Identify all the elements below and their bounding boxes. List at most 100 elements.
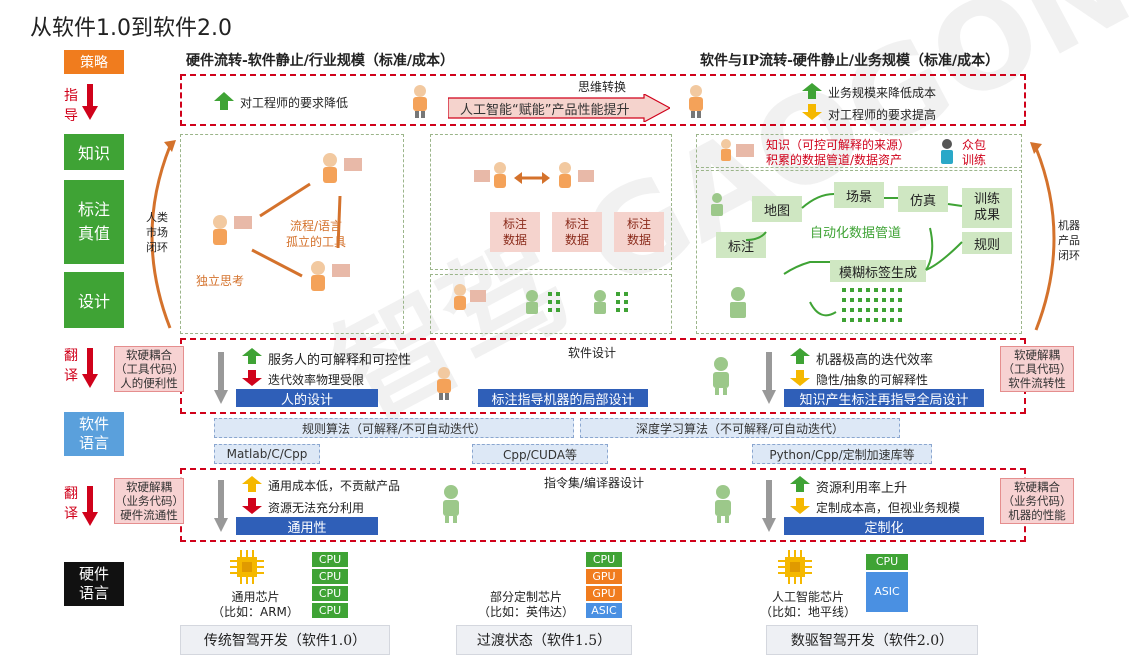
- translate-arrow-2-icon: [82, 486, 98, 526]
- robots-matrix-diagram: [454, 284, 628, 314]
- green-up-arrow-icon: [242, 348, 262, 364]
- grey-down-arrow-icon-3: [214, 480, 228, 532]
- design-up-text: 服务人的可解释和可控性: [268, 353, 412, 368]
- chip-gpu: GPU: [586, 569, 622, 584]
- robot-data-matrix: [730, 287, 902, 322]
- knowledge-global-design-bar: 知识产生标注再指导全局设计: [784, 389, 984, 408]
- software-design-title: 软件设计: [568, 346, 617, 360]
- hardware-left-note: 软硬解耦（业务代码）硬件流通性: [114, 478, 184, 524]
- label-data-box-2: 标注数据: [552, 212, 602, 252]
- mindset-shift-text: 思维转换: [578, 80, 627, 94]
- guide-label: 指导: [64, 88, 78, 124]
- chip-cpu: CPU: [866, 554, 908, 570]
- grey-down-arrow-icon-2: [762, 352, 776, 404]
- chip-cpu: CPU: [312, 586, 348, 601]
- process-language-text: 流程/语言孤立的工具: [286, 219, 347, 249]
- hardware-robot-icon-2: [715, 485, 731, 523]
- up-arrow-icon-2: [802, 83, 822, 99]
- center-panel-bottom-frame: [430, 274, 672, 334]
- hardware-language-label: 硬件语言: [64, 562, 124, 606]
- label-box: 标注: [716, 232, 766, 258]
- simulation-box: 仿真: [898, 186, 948, 212]
- red-down-arrow-icon: [242, 370, 262, 386]
- design-right-note: 软硬解耦（工具代码）软件流转性: [1000, 346, 1074, 392]
- generality-bar: 通用性: [236, 517, 378, 536]
- stage-software-2: 数驱智驾开发（软件2.0）: [766, 625, 978, 655]
- chip-asic: ASIC: [866, 572, 908, 612]
- software-language-label: 软件语言: [64, 412, 124, 456]
- general-chip-label: 通用芯片（比如：ARM）: [212, 590, 299, 619]
- design-down-text: 迭代效率物理受限: [268, 373, 365, 387]
- label-data-box-1: 标注数据: [490, 212, 540, 252]
- crowd-training-text: 众包训练: [962, 138, 987, 167]
- machine-loop-arrow-icon: [1030, 142, 1056, 331]
- two-people-exchange-diagram: [474, 162, 594, 188]
- yellow-down-arrow-icon-2: [790, 498, 810, 514]
- page-title: 从软件1.0到软件2.0: [30, 16, 232, 41]
- strategy-right-text-1: 业务规模来降低成本: [828, 86, 937, 100]
- green-up-arrow-icon-2: [790, 348, 810, 364]
- hardware-down-text: 资源无法充分利用: [268, 501, 365, 515]
- design-right-down-text: 隐性/抽象的可解释性: [816, 373, 929, 387]
- ai-chip-label: 人工智能芯片（比如：地平线）: [760, 590, 857, 619]
- yellow-up-arrow-icon: [242, 476, 262, 492]
- independent-thinking-text: 独立思考: [196, 274, 245, 288]
- empower-arrow-text: 人工智能“赋能”产品性能提升: [460, 103, 630, 118]
- hardware-right-up-text: 资源利用率上升: [816, 481, 908, 496]
- translate-arrow-1-icon: [82, 348, 98, 388]
- red-down-arrow-icon-2: [242, 498, 262, 514]
- strategy-right-text-2: 对工程师的要求提高: [828, 108, 937, 122]
- annotation-label: 标注真值: [64, 180, 124, 264]
- guide-down-arrow-icon: [82, 84, 98, 120]
- custom-chip-stack: CPU GPU GPU ASIC: [586, 552, 622, 620]
- language-cuda-box: Cpp/CUDA等: [472, 444, 608, 464]
- human-design-bar: 人的设计: [236, 389, 378, 408]
- chip-cpu: CPU: [312, 603, 348, 618]
- ai-chip-stack: CPU ASIC: [866, 554, 908, 614]
- machine-loop-label: 机器产品闭环: [1058, 219, 1080, 262]
- strategy-label: 策略: [64, 50, 124, 74]
- pipeline-robot-icon: [711, 193, 723, 216]
- strategy-row-frame: [180, 74, 1026, 126]
- strategy-left-text: 对工程师的要求降低: [240, 96, 349, 110]
- grey-down-arrow-icon-4: [762, 480, 776, 532]
- chip-cpu: CPU: [586, 552, 622, 567]
- auto-pipeline-text: 自动化数据管道: [810, 226, 902, 241]
- language-python-box: Python/Cpp/定制加速库等: [752, 444, 932, 464]
- train-result-box: 训练成果: [962, 188, 1012, 228]
- isa-compiler-title: 指令集/编译器设计: [544, 476, 645, 490]
- ai-chip-icon: [778, 550, 812, 584]
- hardware-up-text: 通用成本低，不贡献产品: [268, 479, 401, 493]
- designer-person-icon: [437, 367, 451, 400]
- general-chip-stack: CPU CPU CPU CPU: [312, 552, 348, 620]
- hardware-robot-icon: [443, 485, 459, 523]
- rule-box: 规则: [962, 232, 1012, 254]
- right-panel-top-frame: [696, 134, 1022, 168]
- engineer-person-icon-2: [689, 85, 703, 118]
- chip-asic: ASIC: [586, 603, 622, 618]
- label-guided-design-bar: 标注指导机器的局部设计: [478, 389, 648, 408]
- rule-algorithm-box: 规则算法（可解释/不可自动迭代）: [214, 418, 574, 438]
- knowledge-person-icon: [721, 139, 754, 161]
- center-panel-top-frame: [430, 134, 672, 270]
- green-up-arrow-icon-3: [790, 476, 810, 492]
- fuzzy-label-box: 模糊标签生成: [830, 260, 926, 282]
- custom-chip-label: 部分定制芯片（比如：英伟达）: [478, 590, 575, 619]
- hardware-right-down-text: 定制成本高，但视业务规模: [816, 501, 961, 515]
- down-arrow-icon: [802, 104, 822, 120]
- left-panel-frame: [180, 134, 404, 334]
- header-left: 硬件流转-软件静止/行业规模（标准/成本）: [186, 53, 455, 69]
- design-left-note: 软硬耦合（工具代码）人的便利性: [114, 346, 184, 392]
- pipeline-flow-arrows: [745, 193, 963, 275]
- chip-gpu: GPU: [586, 586, 622, 601]
- crowd-person-icon: [941, 139, 953, 164]
- right-panel-frame: [696, 170, 1022, 334]
- grey-down-arrow-icon: [214, 352, 228, 404]
- knowledge-label: 知识: [64, 134, 124, 170]
- design-robot-icon: [713, 357, 729, 395]
- general-chip-icon: [230, 550, 264, 584]
- label-data-box-3: 标注数据: [614, 212, 664, 252]
- header-right: 软件与IP流转-硬件静止/业务规模（标准/成本）: [700, 53, 1000, 69]
- language-matlab-box: Matlab/C/Cpp: [214, 444, 320, 464]
- design-label: 设计: [64, 272, 124, 328]
